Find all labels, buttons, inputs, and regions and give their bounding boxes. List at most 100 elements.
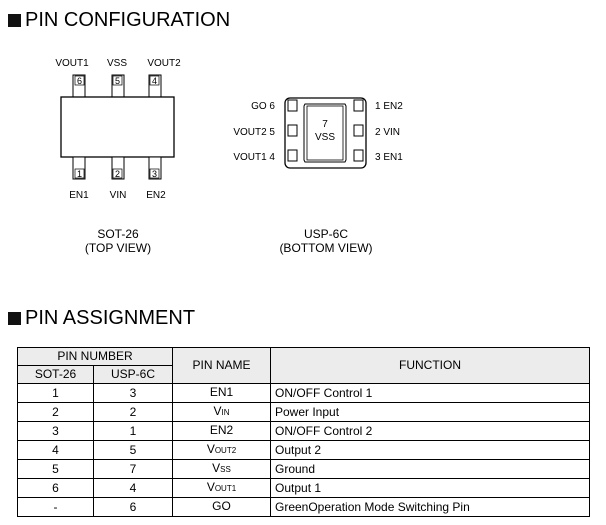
cell-usp6c-pin: 6 [93,497,173,517]
sot26-top-pin-number: 5 [115,76,120,86]
pin-configuration-title: PIN CONFIGURATION [25,9,231,31]
cell-pin-name: VOUT2 [172,440,271,460]
header-pin-number: PIN NUMBER [17,347,173,366]
sot26-pin-number-box [74,75,85,86]
pin-assignment-table-wrapper: PIN NUMBER PIN NAME FUNCTION SOT-26 USP-… [17,347,590,517]
cell-sot26-pin: 2 [17,402,94,422]
cell-pin-name: EN1 [172,383,271,403]
pin-name-subscript: SS [220,465,231,474]
pin-name-subscript: OUT1 [214,484,237,493]
pin-name-text: V [212,461,221,475]
sot26-top-label: VOUT2 [147,58,181,69]
cell-function: Output 2 [270,440,590,460]
usp6c-pad [287,99,298,112]
cell-usp6c-pin: 4 [93,478,173,498]
header-usp6c: USP-6C [93,365,173,384]
cell-sot26-pin: 3 [17,421,94,441]
cell-usp6c-pin: 1 [93,421,173,441]
pin-name-subscript: OUT2 [214,446,237,455]
sot26-bottom-label: EN2 [146,190,166,201]
pin-configuration-diagrams: VOUT1 VSS VOUT2 6 5 4 1 2 3 EN1 VIN EN2 … [55,58,403,255]
header-sot26: SOT-26 [17,365,94,384]
usp6c-diagram: 7 VSS GO 6 VOUT2 5 VOUT1 4 1 EN2 2 VIN 3… [233,97,403,255]
pin-assignment-title: PIN ASSIGNMENT [25,307,196,329]
cell-sot26-pin: 5 [17,459,94,479]
usp6c-center-number: 7 [322,119,328,130]
sot26-body [60,96,175,158]
usp6c-center-pad-inner [306,105,344,161]
cell-function: Ground [270,459,590,479]
sot26-pin-number-box [149,168,160,179]
usp6c-left-label: VOUT2 5 [233,127,275,138]
pin-name-text: V [206,442,215,456]
cell-sot26-pin: 4 [17,440,94,460]
usp6c-pad [353,149,364,162]
usp6c-pad [353,99,364,112]
usp6c-left-label: VOUT1 4 [233,152,275,163]
cell-pin-name: VSS [172,459,271,479]
sot26-pin-number-box [112,75,123,86]
sot26-pin-number-box [112,168,123,179]
sot26-pin-number-box [74,168,85,179]
sot26-pin-number-box [149,75,160,86]
cell-pin-name: EN2 [172,421,271,441]
sot26-bottom-label: EN1 [69,190,89,201]
cell-usp6c-pin: 5 [93,440,173,460]
pin-name-text: V [213,404,222,418]
usp6c-right-label: 1 EN2 [375,101,403,112]
cell-sot26-pin: 6 [17,478,94,498]
cell-pin-name: GO [172,497,271,517]
sot26-top-pin-number: 4 [152,76,157,86]
usp6c-center-label: VSS [315,132,335,143]
usp6c-view-label: (BOTTOM VIEW) [279,241,372,255]
pin-name-text: V [206,480,215,494]
sot26-bottom-label: VIN [110,190,127,201]
usp6c-right-label: 2 VIN [375,127,400,138]
pin-name-text: EN1 [209,385,234,399]
cell-usp6c-pin: 2 [93,402,173,422]
usp6c-right-label: 3 EN1 [375,152,403,163]
usp6c-left-label: GO 6 [251,101,275,112]
header-pin-name: PIN NAME [172,347,271,384]
usp6c-package-name: USP-6C [304,227,348,241]
cell-function: GreenOperation Mode Switching Pin [270,497,590,517]
cell-usp6c-pin: 3 [93,383,173,403]
cell-pin-name: VOUT1 [172,478,271,498]
pin-assignment-table: PIN NUMBER PIN NAME FUNCTION SOT-26 USP-… [17,347,590,517]
sot26-bottom-pin-number: 1 [77,169,82,179]
sot26-package-name: SOT-26 [97,227,139,241]
sot26-diagram: VOUT1 VSS VOUT2 6 5 4 1 2 3 EN1 VIN EN2 … [55,58,181,255]
sot26-top-label: VOUT1 [55,58,89,69]
square-bullet-icon [8,13,21,27]
cell-function: ON/OFF Control 2 [270,421,590,441]
square-bullet-icon [8,311,21,325]
pin-name-text: EN2 [209,423,234,437]
pin-configuration-heading: PIN CONFIGURATION [8,9,230,31]
cell-function: Output 1 [270,478,590,498]
cell-sot26-pin: - [17,497,94,517]
sot26-bottom-pin-number: 2 [115,169,120,179]
cell-function: Power Input [270,402,590,422]
pin-assignment-heading: PIN ASSIGNMENT [8,307,195,329]
cell-function: ON/OFF Control 1 [270,383,590,403]
cell-sot26-pin: 1 [17,383,94,403]
pin-name-text: GO [212,499,231,513]
sot26-bottom-pin-number: 3 [152,169,157,179]
sot26-top-label: VSS [107,58,127,69]
header-function: FUNCTION [270,347,590,384]
cell-pin-name: VIN [172,402,271,422]
table-row: -6 GO GreenOperation Mode Switching Pin [17,497,590,517]
sot26-top-pin-number: 6 [77,76,82,86]
usp6c-pad [287,124,298,137]
sot26-view-label: (TOP VIEW) [85,241,151,255]
usp6c-pad [287,149,298,162]
usp6c-pad [353,124,364,137]
cell-usp6c-pin: 7 [93,459,173,479]
pin-name-subscript: IN [221,408,230,417]
